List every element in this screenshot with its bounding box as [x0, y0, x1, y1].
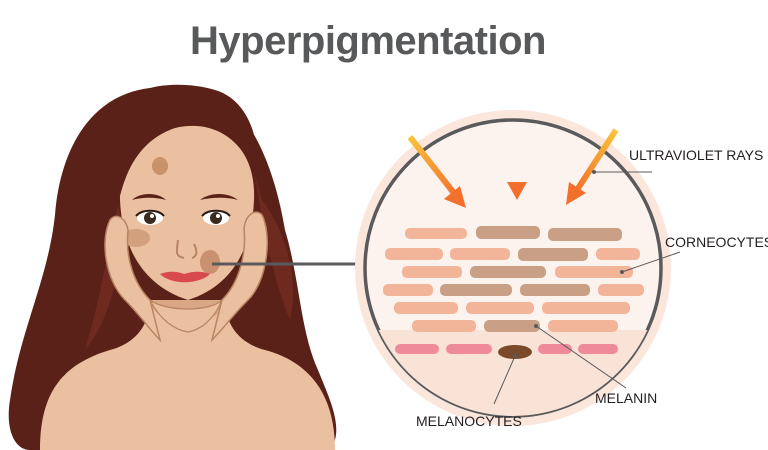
- woman-illustration: [8, 84, 337, 450]
- forehead-spot: [152, 157, 168, 175]
- mouth: [160, 271, 210, 283]
- leader-lines: [493, 170, 681, 405]
- label-melanin: MELANIN: [595, 390, 657, 406]
- hair-front: [115, 84, 257, 205]
- label-corneocytes: CORNEOCYTES: [665, 234, 768, 250]
- uv-ray-center: [507, 105, 527, 200]
- hand-right: [210, 211, 268, 343]
- melanocyte-cell: [498, 345, 532, 359]
- page-title: Hyperpigmentation: [190, 19, 546, 63]
- corneocyte-layer: [383, 226, 644, 332]
- hand-left: [104, 215, 162, 343]
- basal-layer: [395, 344, 618, 359]
- cheek-spot-left: [122, 229, 150, 247]
- uv-ray-left: [407, 135, 466, 208]
- label-ultraviolet-rays: ULTRAVIOLET RAYS: [629, 147, 763, 163]
- cheek-spot-right: [200, 250, 220, 274]
- uv-rays: [407, 105, 619, 208]
- label-melanocytes: MELANOCYTES: [416, 413, 522, 429]
- body-skin: [40, 300, 335, 450]
- uv-ray-right: [566, 128, 619, 205]
- skin-cross-section: [355, 110, 671, 426]
